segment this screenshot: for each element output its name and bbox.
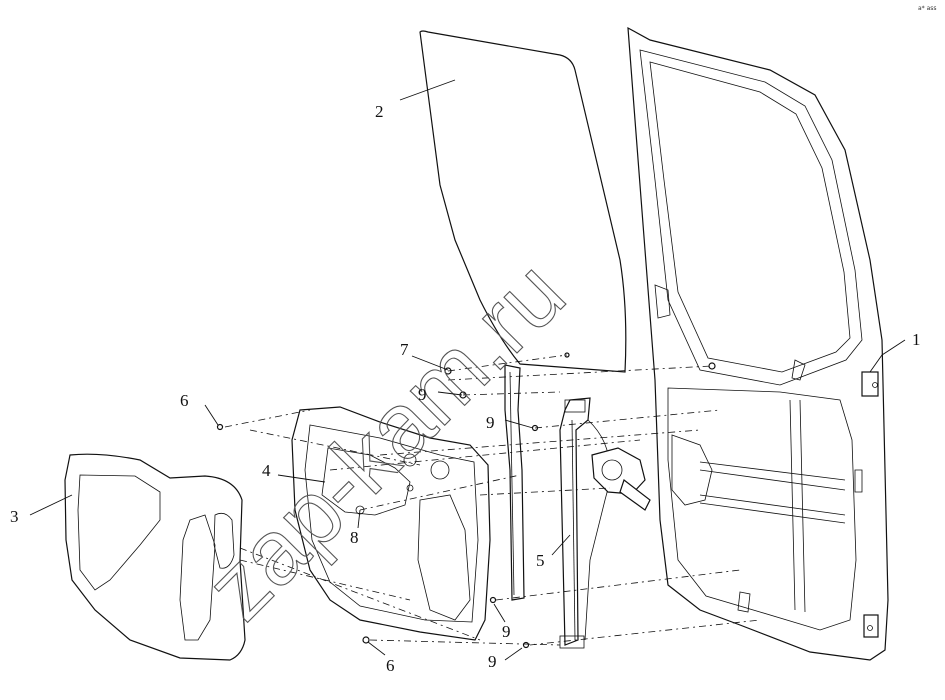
callout-labels: 1 2 3 4 5 6 6 7 8 9 9 9 9 [10,102,921,675]
door-frame [627,26,889,661]
corner-mark: a* ass [918,5,937,12]
assembly-lines [224,354,761,646]
door-glass [419,30,627,373]
label-1: 1 [912,330,921,349]
label-9-bottom: 9 [488,652,497,671]
label-4: 4 [262,461,271,480]
label-7: 7 [400,340,409,359]
label-5: 5 [536,551,545,570]
label-2: 2 [375,102,384,121]
label-9-upper: 9 [418,385,427,404]
label-3: 3 [10,507,19,526]
leader-lines [29,79,906,661]
label-9-middle: 9 [486,413,495,432]
label-8: 8 [350,528,359,547]
label-9-lower: 9 [502,622,511,641]
window-regulator [559,397,651,649]
label-6-bottom: 6 [386,656,395,675]
label-6-top: 6 [180,391,189,410]
glass-guide-channel [504,364,525,601]
inner-panel [291,406,491,641]
door-trim-panel [64,453,246,661]
